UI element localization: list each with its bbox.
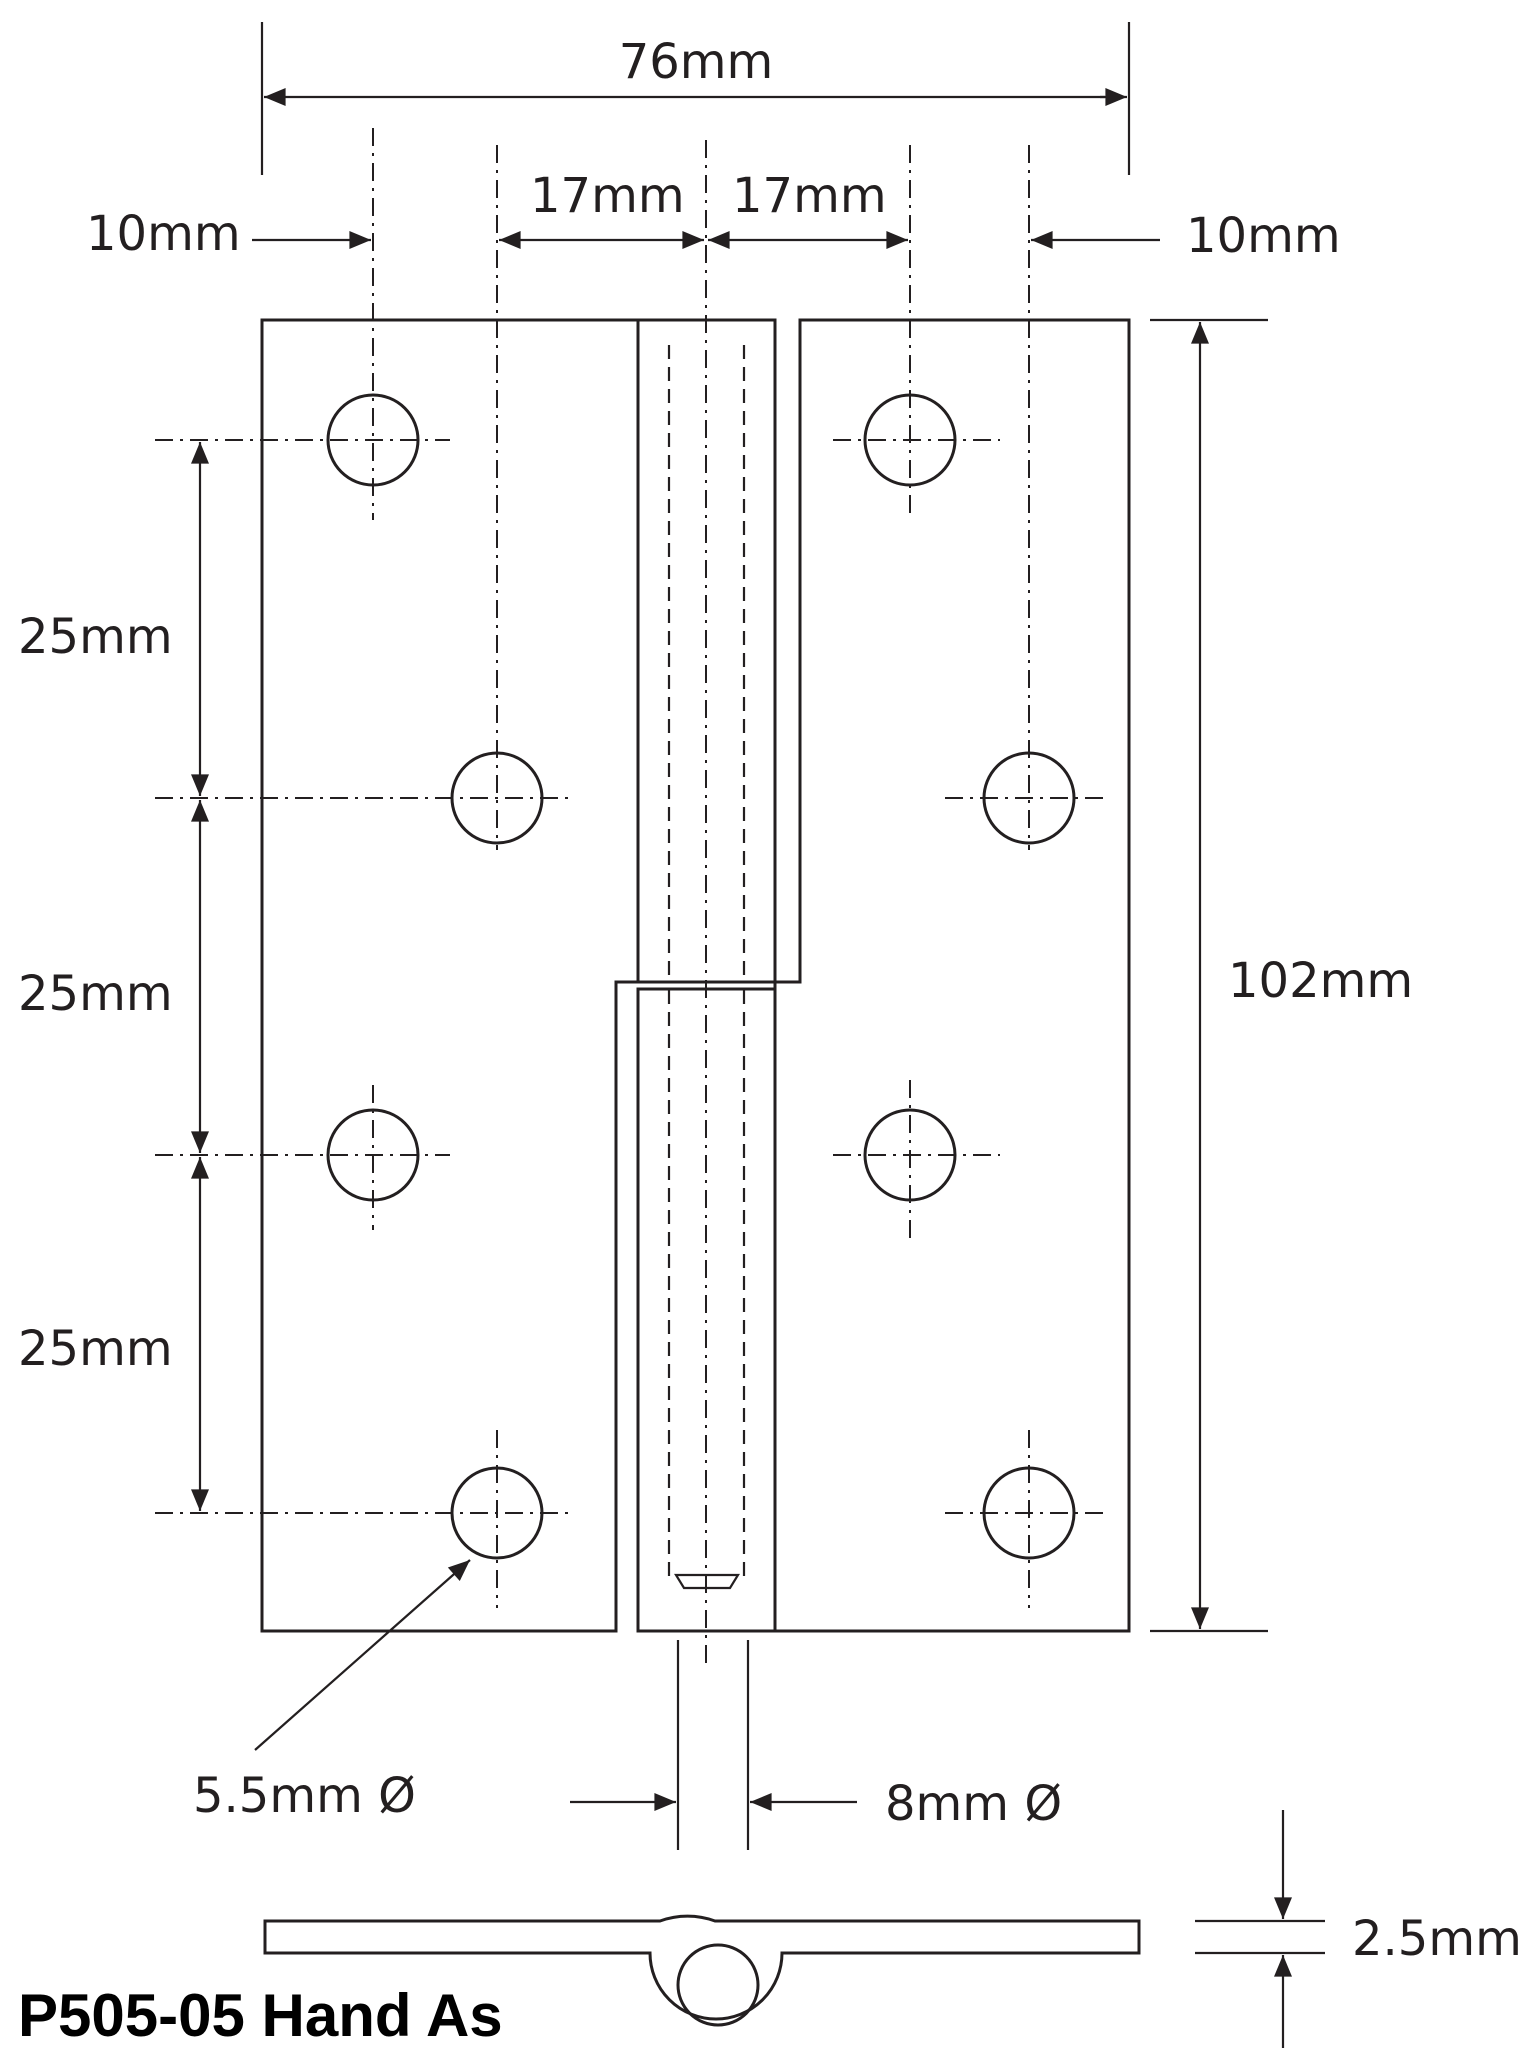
hole-diameter-label: 5.5mm Ø [193,1768,416,1824]
overall-width-label: 76mm [619,34,774,90]
spacing-2-label: 25mm [18,966,173,1022]
hole-diameter-callout: 5.5mm Ø [193,1559,471,1824]
spacing-1-label: 25mm [18,609,173,665]
hinge-outline [260,318,1131,1633]
thickness-dimension: 2.5mm [1195,1810,1522,2048]
hinge-end-view [263,1914,1141,2027]
height-label: 102mm [1228,953,1413,1009]
height-dimension: 102mm [1150,318,1413,1633]
hole-offset-dimensions: 10mm 10mm 17mm 17mm [86,168,1341,264]
screw-hole [326,1108,420,1202]
screw-hole [450,1466,544,1560]
pitch-left-label: 17mm [530,168,685,224]
screw-hole [863,393,957,487]
overall-width-dimension: 76mm [260,22,1131,175]
pin-diameter-callout: 8mm Ø [570,1640,1062,1850]
screw-hole [982,1466,1076,1560]
pin-hidden-lines [667,345,746,1590]
hole-spacing-dimensions: 25mm 25mm 25mm [18,442,209,1511]
pin-diameter-label: 8mm Ø [885,1776,1062,1832]
screw-holes [326,393,1076,1560]
screw-hole [326,393,420,487]
screw-hole [863,1108,957,1202]
spacing-3-label: 25mm [18,1321,173,1377]
screw-hole [450,751,544,845]
center-lines [155,128,1110,1670]
screw-hole [982,751,1076,845]
edge-left-label: 10mm [86,206,241,262]
thickness-label: 2.5mm [1352,1911,1522,1967]
edge-right-label: 10mm [1186,208,1341,264]
part-title: P505-05 Hand As [18,1982,503,2049]
pitch-right-label: 17mm [732,168,887,224]
